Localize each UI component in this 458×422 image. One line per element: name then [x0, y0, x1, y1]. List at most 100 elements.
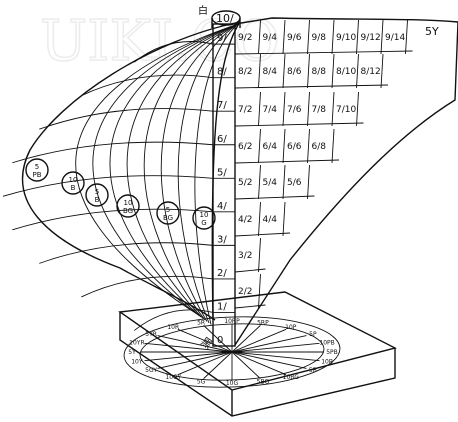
base-spoke [158, 352, 232, 368]
chroma-cell: 8/12 [361, 67, 381, 77]
sheet-row-line [235, 160, 339, 163]
sheet-col-line [381, 20, 383, 54]
hue-ring-label: 10YR [129, 339, 144, 346]
sheet-col-line [308, 129, 310, 163]
sheet-col-line [283, 129, 285, 163]
axis-label: 8/ [217, 67, 227, 78]
sheet-col-line [259, 274, 261, 308]
base-spoke [232, 352, 306, 368]
base-spoke [232, 329, 286, 352]
sheet-col-line [259, 238, 261, 272]
hue-ring-label: 5YR [145, 331, 157, 338]
chroma-cell: 4/2 [238, 215, 252, 225]
hue-ring-label: 5BG [257, 378, 270, 385]
axis-label: 7/ [217, 100, 227, 111]
axis-label: 1/ [217, 301, 227, 312]
hue-ring-label: 5RP [257, 320, 269, 327]
sheet-row-line [235, 85, 388, 88]
chroma-cell: 6/8 [312, 142, 327, 152]
hue-code: PB [32, 171, 41, 179]
hue-code: B [71, 184, 76, 192]
hue-code: BG [163, 214, 173, 222]
axis-label: 6/ [217, 134, 227, 145]
chroma-cell: 9/8 [312, 33, 327, 43]
sheet-col-line [381, 54, 383, 88]
sheet-col-line [308, 54, 310, 88]
sheet-col-line [406, 20, 408, 54]
hue-code: BG [123, 207, 133, 215]
chroma-cell: 6/2 [238, 142, 252, 152]
sheet-col-line [259, 92, 261, 126]
sheet-col-line [357, 20, 359, 54]
sheet-col-line [259, 129, 261, 163]
corner-label: 5Y [425, 25, 439, 38]
axis-label: 5/ [217, 167, 227, 178]
base-spoke [232, 352, 286, 375]
axis-label: 2/ [217, 268, 227, 279]
chroma-cell: 7/2 [238, 105, 252, 115]
chroma-cell: 9/10 [336, 33, 356, 43]
hue-code: B [95, 196, 100, 204]
chroma-cell: 8/6 [287, 67, 302, 77]
sheet-col-line [332, 54, 334, 88]
sheet-row-line [235, 269, 266, 272]
hue-ring-label: 10P [285, 324, 297, 331]
base-spoke [232, 343, 319, 352]
chroma-cell: 8/8 [312, 67, 327, 77]
chroma-cell: 9/2 [238, 33, 252, 43]
chroma-cell: 8/4 [263, 67, 278, 77]
axis-label: 0 [217, 335, 223, 346]
value-curve [81, 276, 213, 297]
chroma-cell: 7/6 [287, 105, 302, 115]
sheet-col-line [283, 20, 285, 54]
sheet-col-line [332, 92, 334, 126]
hue-ring-label: 10GY [165, 374, 181, 381]
hue-ring-label: 5Y [128, 349, 136, 356]
chroma-cell: 9/12 [361, 33, 381, 43]
sheet-row-line [235, 305, 266, 308]
hue-ring-label: 5GY [145, 367, 157, 374]
hue-number: 10 [200, 211, 209, 219]
sheet-row-line [235, 233, 290, 236]
sheet-col-line [308, 92, 310, 126]
base-spoke [204, 352, 232, 379]
chroma-cell: 5/6 [287, 178, 302, 188]
hue-number: 10 [124, 199, 133, 207]
hue-number: 10 [69, 176, 78, 184]
chroma-cell: 4/4 [263, 215, 278, 225]
sheet-col-line [259, 165, 261, 199]
value-curve [81, 75, 213, 96]
base-spoke [232, 336, 306, 352]
hue-ring-label: 10PB [319, 339, 334, 346]
sheet-col-line [357, 92, 359, 126]
hue-ring-label: 10R [167, 324, 179, 331]
chroma-cell: 5/4 [263, 178, 278, 188]
base-spoke [232, 352, 260, 379]
sheet-col-line [283, 202, 285, 236]
hue-ring-label: 5P [309, 331, 317, 338]
chroma-cell: 7/4 [263, 105, 278, 115]
hue-code: G [201, 219, 206, 227]
hue-ring-label: 5B [309, 367, 317, 374]
axis-label: 4/ [217, 201, 227, 212]
hue-number: 5 [95, 188, 99, 196]
sheet-col-line [332, 129, 334, 163]
hue-ring-label: 10BG [283, 374, 300, 381]
white-glyph: 白 [198, 4, 208, 17]
sheet-col-line [308, 165, 310, 199]
sheet-col-line [357, 54, 359, 88]
hue-ring-label: 5PB [326, 349, 338, 356]
sheet-col-line [283, 165, 285, 199]
axis-label: 3/ [217, 234, 227, 245]
hue-number: 5 [166, 206, 170, 214]
hue-number: 5 [35, 163, 39, 171]
sheet-row-line [235, 196, 315, 199]
chroma-cell: 9/6 [287, 33, 302, 43]
sheet-col-line [283, 54, 285, 88]
hue-ring-label: 5G [197, 378, 206, 385]
chroma-cell: 9/4 [263, 33, 278, 43]
chroma-cell: 7/10 [336, 105, 356, 115]
